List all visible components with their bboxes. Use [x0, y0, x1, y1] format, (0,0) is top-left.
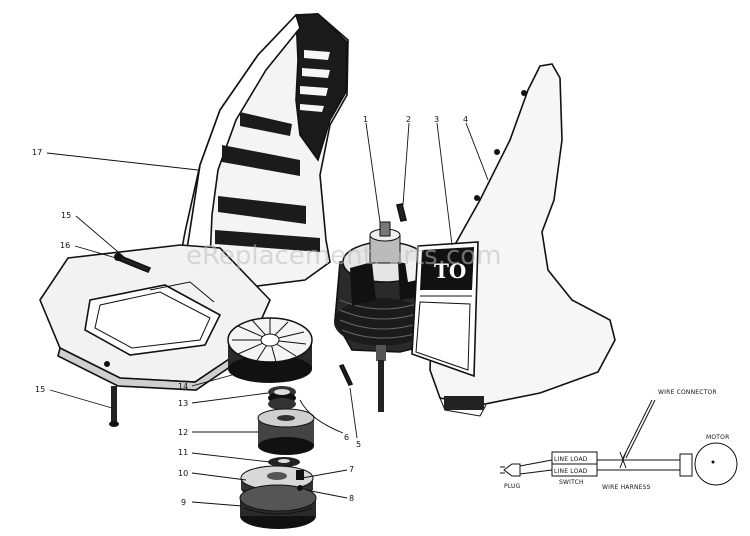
decal-part-3: TO: [411, 241, 479, 378]
callout-15a: 15: [61, 211, 71, 220]
spring-part-13: [268, 386, 296, 410]
callout-13: 13: [178, 399, 188, 408]
callout-6: 6: [344, 433, 349, 442]
callout-17: 17: [32, 148, 42, 157]
line-load-label-1: LINE LOAD: [554, 456, 588, 463]
callout-5: 5: [356, 440, 361, 449]
callout-4: 4: [463, 115, 468, 124]
callout-15b: 15: [35, 385, 45, 394]
bolt-part-5: [338, 364, 354, 386]
screw-part-2: [396, 203, 407, 222]
callout-10: 10: [178, 469, 188, 478]
watermark: eReplacementParts.com: [186, 241, 502, 271]
callout-11: 11: [178, 448, 188, 457]
motor-part-1: [334, 221, 433, 412]
spool-part-12: [257, 408, 315, 455]
pin-part-7: [296, 470, 304, 480]
wiring-schematic: WIRE CONNECTOR MOTOR LINE LOAD LINE LOAD…: [500, 389, 738, 491]
callout-1: 1: [363, 115, 368, 124]
spool-housing-part-9: [239, 484, 317, 529]
motor-symbol: [694, 442, 738, 486]
wire-harness-label: WIRE HARNESS: [602, 484, 651, 491]
eyelet-part-8: [297, 485, 303, 491]
base-plate-part-16: [39, 244, 271, 391]
line-load-label-2: LINE LOAD: [554, 468, 588, 475]
callout-16: 16: [60, 241, 70, 250]
callout-8: 8: [349, 494, 354, 503]
callout-12: 12: [178, 428, 188, 437]
motor-label: MOTOR: [706, 434, 729, 441]
screw-part-15-upper: [114, 253, 152, 274]
plug-label: PLUG: [504, 483, 521, 490]
decal-text: TO: [434, 259, 466, 283]
callout-7: 7: [349, 465, 354, 474]
screw-part-15-lower: [109, 386, 119, 427]
leader-lines: [46, 122, 489, 507]
callout-14: 14: [178, 382, 188, 391]
callout-9: 9: [181, 498, 186, 507]
callout-3: 3: [434, 115, 439, 124]
callout-2: 2: [406, 115, 411, 124]
callout-labels: 17 15 16 15 14 13 12 11 10 9 7 8 6 5 1 2…: [32, 115, 468, 507]
wire-connector-label: WIRE CONNECTOR: [658, 389, 717, 396]
washer-part-11: [268, 457, 300, 467]
fan-part-14: [227, 317, 313, 383]
switch-label: SWITCH: [559, 479, 584, 486]
